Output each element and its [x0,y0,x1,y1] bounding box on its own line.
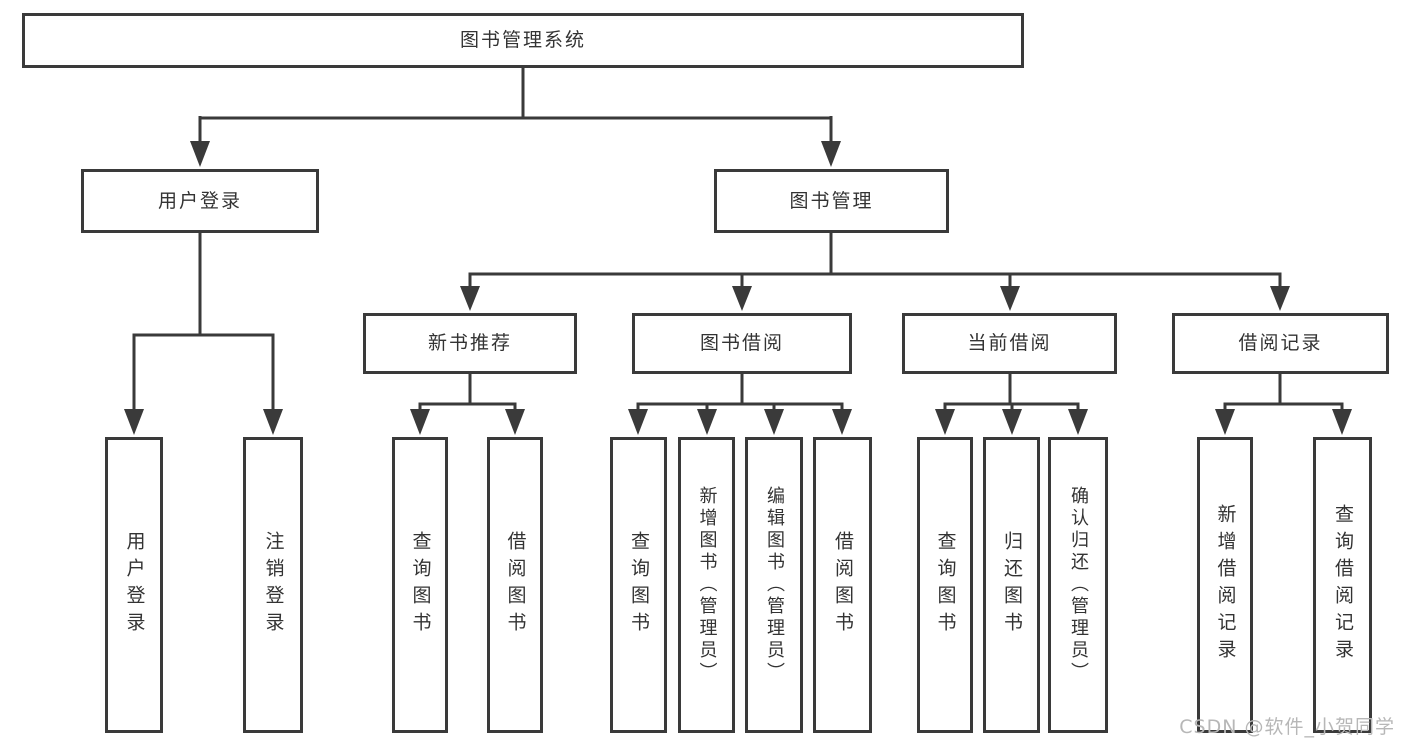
leaf-br-add-record-label: 新增借阅记录 [1214,504,1237,666]
leaf-bb-borrow-books-label: 借阅图书 [832,531,854,639]
node-current-borrow-label: 当前借阅 [967,332,1052,354]
leaf-cb-query-books: 查询图书 [917,437,973,733]
leaf-cb-confirm-return-admin-label: 确认归还（管理员） [1068,486,1089,684]
leaf-cb-confirm-return-admin: 确认归还（管理员） [1048,437,1108,733]
leaf-br-query-record: 查询借阅记录 [1313,437,1372,733]
node-borrow-records-label: 借阅记录 [1238,332,1323,354]
leaf-br-add-record: 新增借阅记录 [1197,437,1253,733]
leaf-bb-edit-books-admin: 编辑图书（管理员） [745,437,803,733]
leaf-user-login: 用户登录 [105,437,163,733]
leaf-nb-borrow-books-label: 借阅图书 [504,531,527,639]
leaf-cb-return-books: 归还图书 [983,437,1040,733]
node-book-borrow: 图书借阅 [632,313,852,374]
node-book-management-label: 图书管理 [789,189,874,212]
node-current-borrow: 当前借阅 [902,313,1117,374]
leaf-bb-query-books-label: 查询图书 [628,531,650,639]
leaf-cb-query-books-label: 查询图书 [934,531,957,639]
node-root: 图书管理系统 [22,13,1024,68]
leaf-br-query-record-label: 查询借阅记录 [1332,504,1354,666]
leaf-nb-borrow-books: 借阅图书 [487,437,543,733]
node-borrow-records: 借阅记录 [1172,313,1389,374]
csdn-watermark: CSDN @软件_小贺同学 [1179,716,1395,738]
leaf-nb-query-books: 查询图书 [392,437,448,733]
leaf-user-login-label: 用户登录 [123,531,146,639]
leaf-logout-label: 注销登录 [262,531,285,639]
node-new-book-recommend: 新书推荐 [363,313,577,374]
leaf-bb-edit-books-admin-label: 编辑图书（管理员） [764,486,785,684]
leaf-cb-return-books-label: 归还图书 [1001,531,1023,639]
node-user-login: 用户登录 [81,169,319,233]
leaf-bb-borrow-books: 借阅图书 [813,437,872,733]
leaf-bb-add-books-admin-label: 新增图书（管理员） [696,486,718,684]
leaf-bb-add-books-admin: 新增图书（管理员） [678,437,735,733]
node-root-label: 图书管理系统 [459,29,586,51]
node-book-management: 图书管理 [714,169,949,233]
leaf-nb-query-books-label: 查询图书 [409,531,432,639]
node-book-borrow-label: 图书借阅 [699,332,784,354]
node-new-book-recommend-label: 新书推荐 [427,332,512,354]
node-user-login-label: 用户登录 [157,189,242,212]
leaf-bb-query-books: 查询图书 [610,437,667,733]
leaf-logout: 注销登录 [243,437,303,733]
